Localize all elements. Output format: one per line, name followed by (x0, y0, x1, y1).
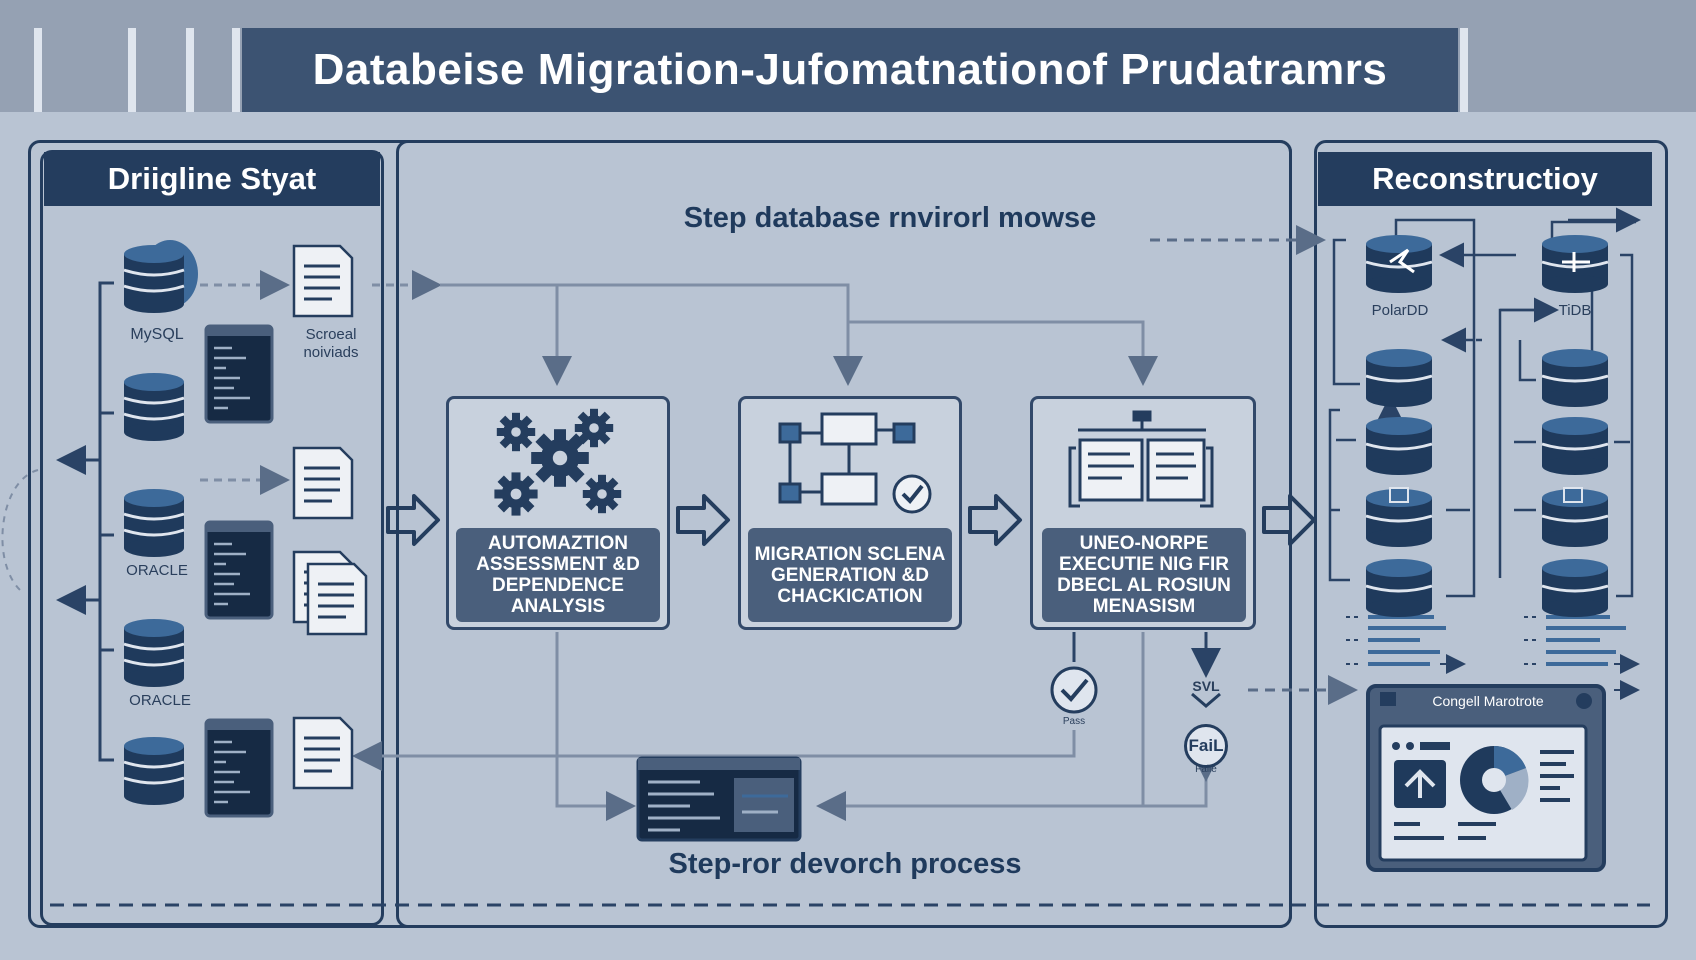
title-stripe (232, 28, 240, 112)
source-bracket (98, 281, 114, 762)
code-tree-icon (1068, 410, 1214, 508)
bottom-heading: Step-ror devorch process (668, 848, 1022, 880)
schema-label: MIGRATION SCLENA GENERATION &D CHACKICAT… (748, 528, 952, 622)
polardb-label: PolarDD (1371, 302, 1429, 319)
svl-label: SVL (1192, 678, 1220, 694)
database-icon (1540, 557, 1610, 619)
database-icon (1364, 557, 1434, 619)
database-icon (1364, 347, 1434, 409)
polardb-icon (1364, 233, 1434, 295)
mysql-label: MySQL (130, 326, 184, 343)
scripts-label: Scroeal noiviads (303, 326, 359, 361)
console-window-icon (636, 756, 802, 842)
database-icon (1540, 347, 1610, 409)
fail-label: Faile (1195, 764, 1217, 775)
top-heading: Step database rnvirorl mowse (683, 202, 1097, 234)
pass-check-icon (1050, 666, 1098, 714)
target-panel-header: Reconstructioy (1318, 152, 1652, 206)
flowchart-icon (778, 412, 932, 514)
monitor-console-icon (1366, 684, 1606, 872)
database-icon (1364, 415, 1434, 477)
title-stripe (1460, 28, 1468, 112)
execution-label: UNEO-NORPE EXECUTIE NIG FIR DBECL AL ROS… (1042, 528, 1246, 622)
chevron-down-icon (1191, 692, 1221, 708)
page-title: Databeise Migration-Jufomatnationof Prud… (242, 28, 1458, 112)
assessment-label: AUTOMAZTION ASSESSMENT &D DEPENDENCE ANA… (456, 528, 660, 622)
title-stripe (186, 28, 194, 112)
database-icon (1540, 415, 1610, 477)
oracle-label: ORACLE (129, 692, 191, 709)
oracle-label: ORACLE (126, 562, 188, 579)
title-stripe (128, 28, 136, 112)
console-title: Congell Marotrote (1432, 693, 1544, 709)
source-panel (40, 150, 384, 926)
source-panel-header: Driigline Styat (44, 152, 380, 206)
pass-label: Pass (1062, 716, 1086, 727)
tidb-label: TiDB (1558, 302, 1592, 319)
title-stripe (34, 28, 42, 112)
block-arrows (386, 494, 1316, 546)
target-panel (1314, 140, 1668, 928)
fail-badge: FaiL (1184, 724, 1228, 768)
